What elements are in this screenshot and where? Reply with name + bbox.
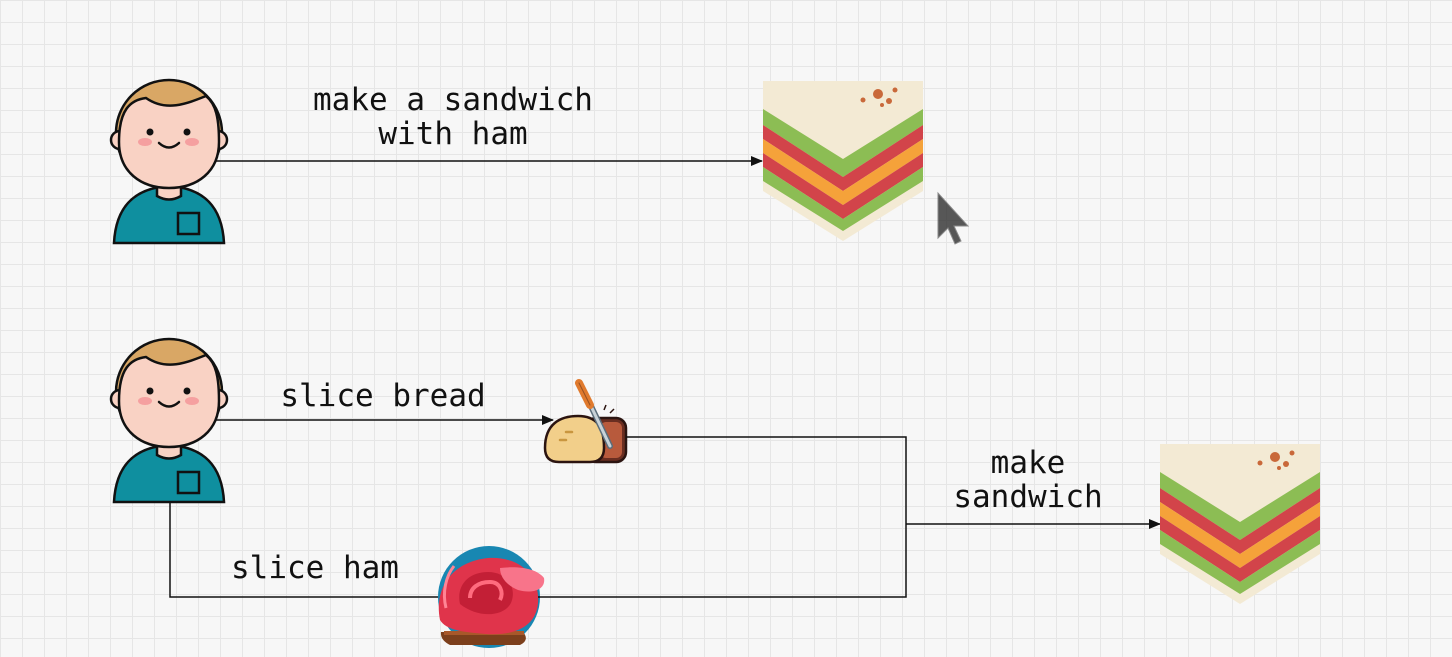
bread-knife-icon (543, 379, 628, 464)
label-with-ham: with ham (378, 116, 527, 152)
person-icon (109, 78, 229, 245)
arrow-slice-ham (169, 503, 452, 602)
label-sandwich: sandwich (953, 479, 1102, 515)
label-slice-ham: slice ham (231, 550, 399, 586)
merge-connector (538, 436, 907, 598)
label-make: make (991, 445, 1066, 481)
mouse-cursor-icon (937, 191, 970, 245)
sandwich-icon (763, 81, 923, 241)
ham-icon (438, 546, 545, 648)
person-bottom (109, 337, 229, 504)
label-slice-bread: slice bread (280, 378, 485, 414)
person-icon (109, 337, 229, 504)
sandwich-icon (1160, 444, 1320, 604)
label-make-a-sandwich: make a sandwich (313, 82, 593, 118)
person-top (109, 78, 229, 245)
